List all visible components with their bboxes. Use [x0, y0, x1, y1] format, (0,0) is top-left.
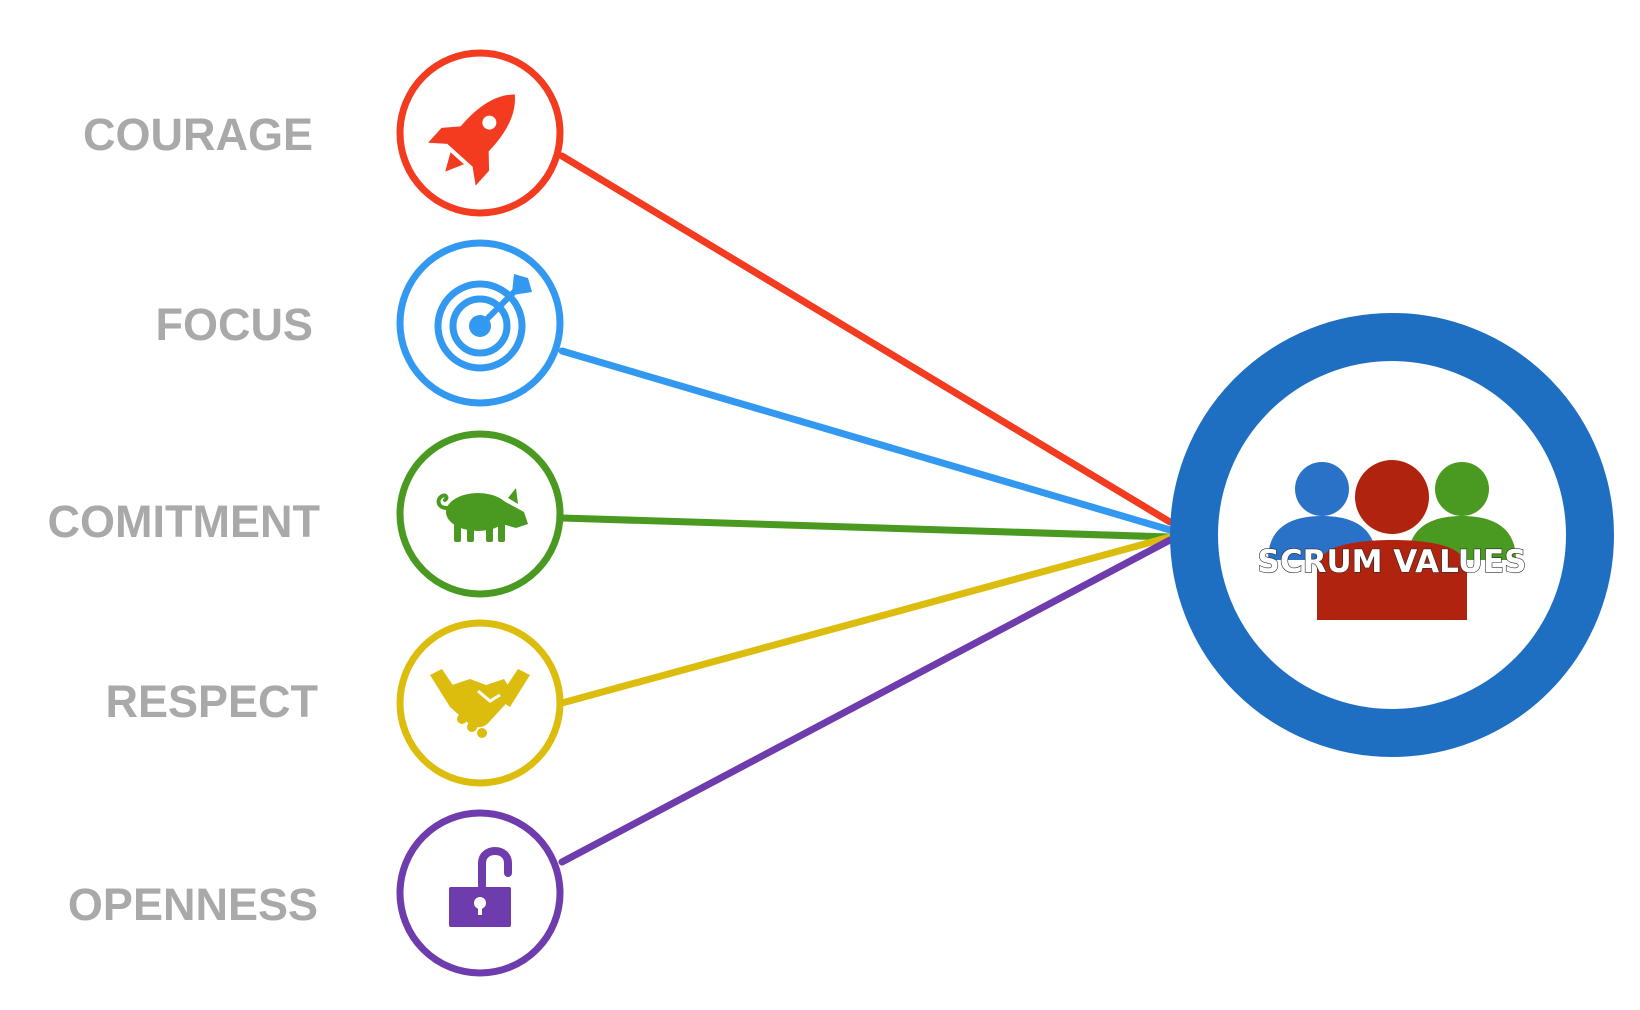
value-node-respect: RESPECT	[105, 619, 564, 787]
handshake-icon	[430, 669, 530, 738]
hub-ring	[1170, 313, 1614, 757]
value-node-courage: COURAGE	[83, 49, 564, 217]
connector-focus	[558, 347, 1174, 534]
value-label-focus: FOCUS	[156, 299, 314, 350]
unlocked-padlock-icon	[449, 847, 512, 927]
value-node-focus: FOCUS	[156, 239, 564, 407]
target-icon	[434, 274, 532, 372]
connector-lines	[558, 152, 1174, 866]
scrum-values-hub: SCRUM VALUES	[1170, 313, 1614, 757]
rocket-icon	[428, 94, 515, 186]
connector-courage	[558, 152, 1174, 526]
value-node-openness: OPENNESS	[68, 809, 564, 977]
value-label-commitment: COMITMENT	[48, 496, 320, 547]
value-label-courage: COURAGE	[83, 109, 313, 160]
connector-openness	[558, 536, 1174, 866]
connector-commitment	[558, 514, 1174, 541]
value-label-respect: RESPECT	[105, 676, 318, 727]
hub-label: SCRUM VALUES	[1258, 544, 1527, 580]
connector-respect	[558, 533, 1174, 707]
value-label-openness: OPENNESS	[68, 879, 318, 930]
pig-icon	[436, 488, 528, 542]
team-people-icon	[1268, 460, 1516, 620]
value-node-commitment: COMITMENT	[48, 430, 564, 598]
